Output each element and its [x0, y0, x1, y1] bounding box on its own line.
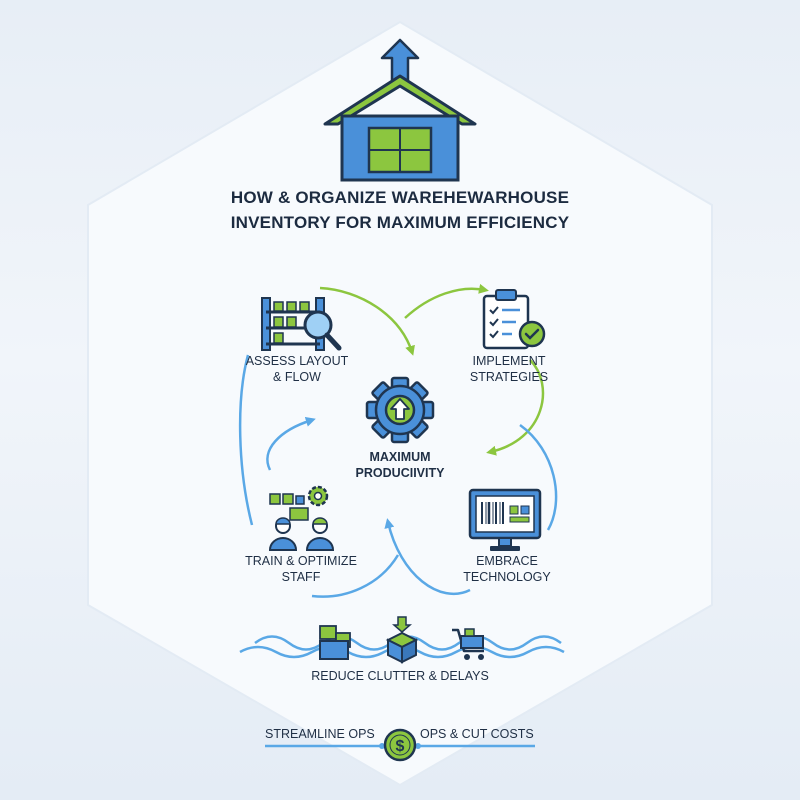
shelves-magnifier-icon — [261, 297, 342, 351]
arrow-left-outer — [238, 354, 254, 526]
footer-dot-right — [415, 743, 421, 749]
title-line-1: HOW & ORGANIZE WAREHEWARHOUSE — [230, 188, 570, 207]
step-train: TRAIN & OPTIMIZE STAFF — [226, 554, 376, 585]
footer-dot-left — [379, 743, 385, 749]
step-train-line-2: STAFF — [281, 569, 321, 584]
dollar-coin-icon: $ — [383, 728, 417, 762]
workers-gear-icon — [268, 485, 335, 551]
cart-icon — [452, 628, 484, 660]
step-assess: ASSESS LAYOUT & FLOW — [222, 354, 372, 385]
arrow-assess-to-center — [319, 286, 415, 356]
monitor-barcode-icon — [468, 488, 542, 551]
box-down-arrow-icon — [385, 616, 419, 664]
footer-right-label: OPS & CUT COSTS — [420, 727, 534, 741]
clipboard-check-icon — [482, 289, 546, 350]
reduce-label: REDUCE CLUTTER & DELAYS — [311, 669, 489, 683]
step-implement-line-1: IMPLEMENT — [472, 354, 546, 368]
step-train-line-1: TRAIN & OPTIMIZE — [245, 554, 357, 568]
step-technology-line-2: TECHNOLOGY — [463, 569, 551, 584]
step-technology: EMBRACE TECHNOLOGY — [432, 554, 582, 585]
center-line-2: PRODUCIIVITY — [355, 465, 445, 480]
step-assess-line-1: ASSESS LAYOUT — [245, 354, 349, 368]
title-line-2: INVENTORY FOR MAXIMUM EFFICIENCY — [230, 213, 570, 233]
step-implement: IMPLEMENT STRATEGIES — [434, 354, 584, 385]
boxes-icon — [319, 625, 351, 660]
arrow-implement-to-technology — [486, 359, 545, 456]
center-line-1: MAXIMUM — [369, 450, 431, 464]
warehouse-icon — [323, 38, 477, 182]
page-title: HOW & ORGANIZE WAREHEWARHOUSE INVENTORY … — [150, 187, 650, 234]
step-assess-line-2: & FLOW — [273, 369, 321, 384]
arrow-top-to-implement — [404, 283, 489, 319]
coin-symbol: $ — [396, 738, 405, 755]
arrow-right-outer — [519, 423, 558, 531]
step-implement-line-2: STRATEGIES — [469, 369, 549, 384]
arrow-bottom-to-train — [311, 554, 400, 598]
arrow-train-to-assess — [266, 417, 316, 471]
center-label: MAXIMUM PRODUCIIVITY — [300, 450, 500, 481]
arrow-technology-to-train — [384, 518, 471, 596]
gear-arrow-up-icon — [365, 376, 435, 444]
footer-left-label: STREAMLINE OPS — [265, 727, 375, 741]
step-technology-line-1: EMBRACE — [476, 554, 538, 568]
